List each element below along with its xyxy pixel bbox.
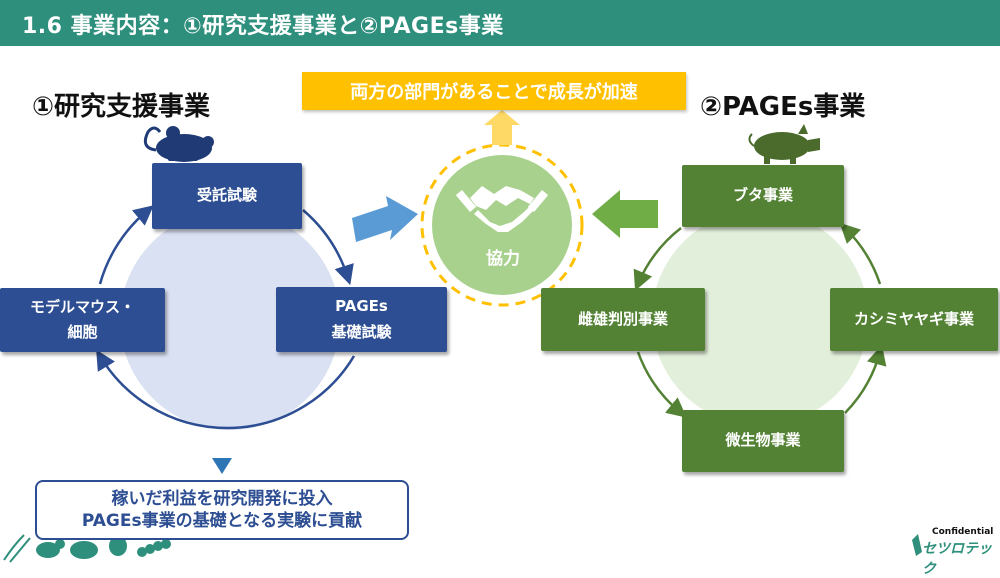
right-bg-circle [652, 210, 868, 426]
box-pages-basic-test-line1: PAGEs [335, 297, 388, 315]
box-sex-determination-label: 雌雄判別事業 [577, 309, 668, 328]
box-cashmere-goat-label: カシミヤヤギ事業 [853, 309, 974, 328]
mouse-icon [143, 126, 214, 162]
pig-icon [748, 124, 820, 164]
box-microbe-business: 微生物事業 [682, 410, 844, 472]
growth-banner: 両方の部門があることで成長が加速 [302, 72, 686, 110]
box-pages-basic-test: PAGEs 基礎試験 [276, 287, 447, 352]
diagram-graphics [3, 110, 922, 563]
green-arrow-right-to-top [839, 222, 882, 285]
down-triangle [212, 458, 232, 474]
cooperation-circle [432, 155, 572, 295]
box-model-mouse: モデルマウス・ 細胞 [0, 288, 165, 352]
cycle-arrow-left-to-top [98, 205, 154, 285]
box-pig-business-label: ブタ事業 [732, 186, 793, 205]
profit-note: 稼いだ利益を研究開発に投入 PAGEs事業の基礎となる実験に貢献 [35, 480, 409, 540]
page-title: 1.6 事業内容：①研究支援事業と②PAGEs事業 [22, 14, 504, 39]
company-logo-mark [912, 534, 922, 556]
box-contract-testing-label: 受託試験 [196, 186, 257, 205]
box-model-mouse-line1: モデルマウス・ [29, 297, 135, 316]
profit-note-line2: PAGEs事業の基礎となる実験に貢献 [81, 511, 363, 531]
right-to-center-arrow [592, 190, 658, 238]
mouse-silhouette-icon [36, 539, 65, 558]
green-arrow-bottom-to-right [844, 344, 887, 414]
green-arrow-left-to-bottom [636, 351, 687, 418]
box-model-mouse-line2: 細胞 [67, 323, 98, 341]
pig-silhouette-icon [70, 541, 98, 559]
left-to-center-arrow [352, 196, 418, 242]
up-arrow [484, 110, 520, 145]
confidential-label: Confidential [932, 527, 994, 537]
profit-note-line1: 稼いだ利益を研究開発に投入 [111, 488, 333, 509]
cycle-arrow-top-to-right [302, 209, 354, 286]
left-bg-circle [120, 210, 340, 430]
handshake-icon [455, 186, 549, 232]
left-section-title: ①研究支援事業 [32, 92, 211, 122]
caterpillar-icon [137, 539, 171, 557]
right-section-title: ②PAGEs事業 [700, 92, 866, 122]
box-pages-basic-test-line2: 基礎試験 [331, 322, 392, 341]
company-logo-text: セツロテック [922, 541, 992, 577]
header-bar: 1.6 事業内容：①研究支援事業と②PAGEs事業 [0, 0, 1000, 46]
box-pig-business: ブタ事業 [682, 165, 844, 227]
dna-icon [3, 534, 31, 563]
box-sex-determination: 雌雄判別事業 [541, 288, 705, 351]
box-microbe-business-label: 微生物事業 [725, 431, 801, 450]
cooperation-label: 協力 [486, 249, 520, 269]
box-cashmere-goat: カシミヤヤギ事業 [830, 288, 998, 351]
green-arrow-top-to-left [633, 227, 682, 291]
box-contract-testing: 受託試験 [152, 163, 302, 229]
cycle-arrow-right-to-left [96, 349, 356, 430]
